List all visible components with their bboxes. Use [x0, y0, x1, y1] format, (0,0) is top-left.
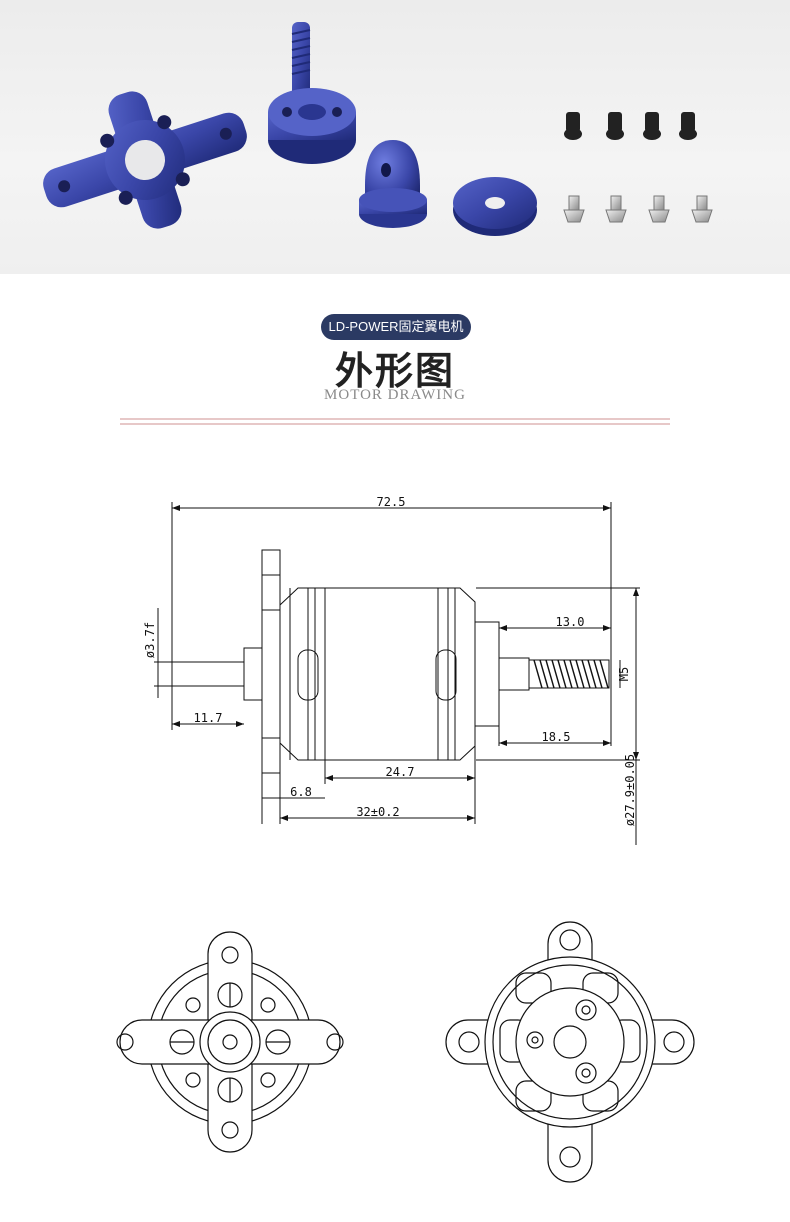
dim-overall-length: 72.5 [377, 495, 406, 509]
prop-adapter-part [268, 22, 356, 164]
dim-shaft-diameter: ø3.7f [143, 622, 157, 658]
dim-body-length: 32±0.2 [356, 805, 399, 819]
brand-badge: LD-POWER固定翼电机 [321, 314, 471, 340]
socket-screws [564, 112, 697, 140]
x-mount-part [43, 91, 247, 229]
dim-body-diameter: ø27.9±0.05 [623, 754, 637, 826]
spinner-nut-part [359, 140, 427, 228]
dim-mount-thickness: 6.8 [290, 785, 312, 799]
section-title: 外形图 [334, 349, 455, 393]
rear-view-bell [445, 921, 695, 1183]
product-photo [0, 0, 790, 274]
thread-hatching [533, 659, 609, 689]
motor-accessories-illustration [43, 22, 713, 236]
dim-front-shaft: 18.5 [542, 730, 571, 744]
countersunk-screws [563, 195, 713, 223]
decorative-fine-print [120, 415, 670, 429]
dim-shaft-tail: 11.7 [194, 711, 223, 725]
washer-part [453, 177, 537, 236]
motor-technical-drawing: 72.5 13.0 18.5 24.7 6.8 32±0.2 11.7 ø3.7… [116, 495, 695, 1183]
section-subtitle: MOTOR DRAWING [324, 387, 466, 403]
front-view-mount [116, 931, 344, 1153]
dim-thread-size: M5 [617, 667, 631, 681]
dim-thread-length: 13.0 [556, 615, 585, 629]
dim-can-length: 24.7 [386, 765, 415, 779]
